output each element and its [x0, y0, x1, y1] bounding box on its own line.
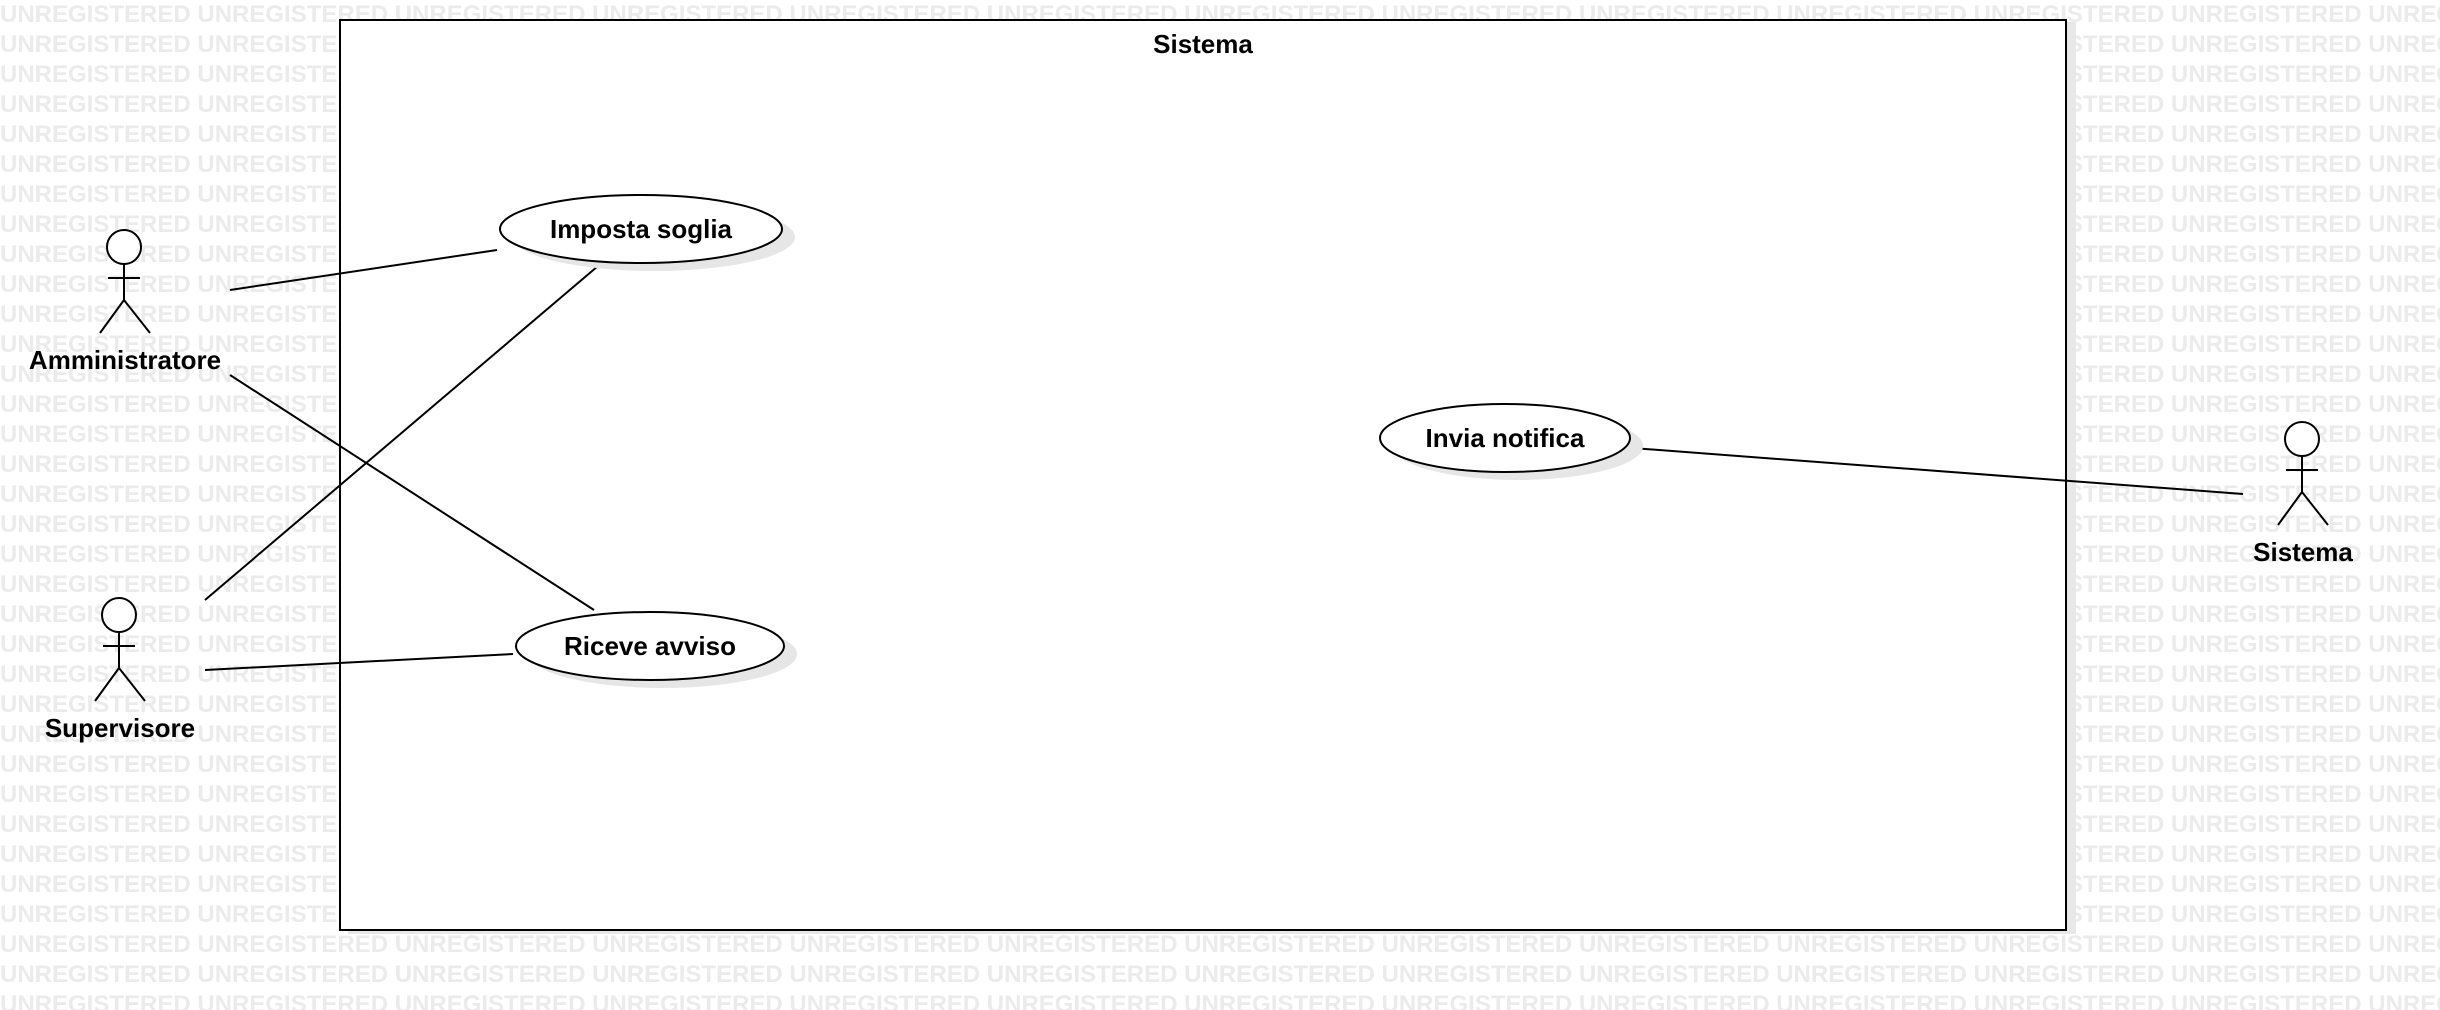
use-case-riceve-avviso[interactable]: Riceve avviso [515, 611, 797, 688]
use-case-label: Imposta soglia [550, 214, 733, 244]
actor-amministratore[interactable]: Amministratore [29, 229, 221, 375]
association-supervisore-imposta-soglia[interactable] [204, 265, 599, 601]
system-boundary[interactable]: Sistema [339, 19, 2076, 934]
stick-figure-icon [94, 597, 146, 702]
system-boundary-title: Sistema [1153, 29, 1253, 59]
use-case-ellipse [499, 194, 783, 264]
associations [204, 249, 2244, 671]
actor-label: Supervisore [45, 713, 195, 743]
association-supervisore-riceve-avviso[interactable] [204, 653, 514, 671]
actor-label: Sistema [2253, 537, 2353, 567]
use-case-label: Riceve avviso [564, 631, 736, 661]
system-boundary-rect [339, 19, 2067, 931]
stick-figure-icon [2277, 421, 2329, 526]
association-amministratore-imposta-soglia[interactable] [229, 249, 498, 291]
use-case-imposta-soglia[interactable]: Imposta soglia [499, 194, 795, 271]
actor-label: Amministratore [29, 345, 221, 375]
association-amministratore-riceve-avviso[interactable] [229, 374, 595, 611]
actor-sistema[interactable]: Sistema [2253, 421, 2353, 567]
use-case-invia-notifica[interactable]: Invia notifica [1379, 403, 1643, 480]
stick-figure-icon [99, 229, 151, 334]
use-case-ellipse [515, 611, 785, 681]
use-case-label: Invia notifica [1426, 423, 1585, 453]
association-invia-notifica-sistema[interactable] [1631, 447, 2244, 495]
actor-supervisore[interactable]: Supervisore [45, 597, 195, 743]
use-case-ellipse [1379, 403, 1631, 473]
